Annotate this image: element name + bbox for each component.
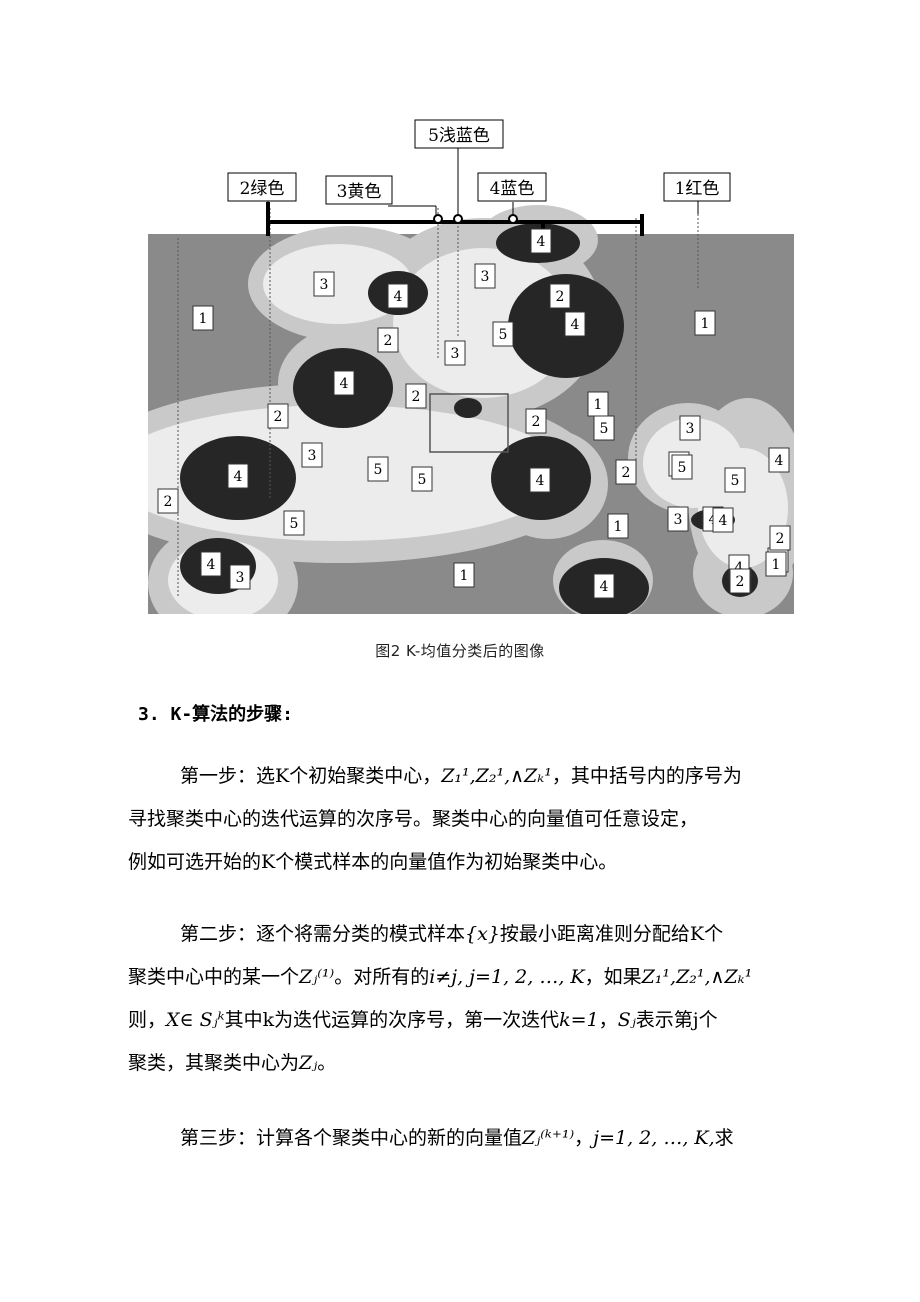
svg-text:5: 5 xyxy=(374,462,383,478)
svg-text:2: 2 xyxy=(412,389,421,405)
svg-text:1: 1 xyxy=(614,519,623,535)
svg-text:2: 2 xyxy=(532,414,541,430)
region-label-5: 5 xyxy=(671,454,693,480)
region-label-5: 5 xyxy=(411,466,433,492)
region-label-4: 4 xyxy=(227,463,249,489)
region-label-1: 1 xyxy=(694,310,716,336)
svg-text:4: 4 xyxy=(775,453,784,469)
svg-text:4: 4 xyxy=(600,579,609,595)
legend-2: 2绿色 xyxy=(240,179,285,199)
svg-text:3: 3 xyxy=(308,448,317,464)
region-label-5: 5 xyxy=(492,321,514,347)
region-labels: 1111112222222223333333344444444444555555… xyxy=(157,228,791,599)
legend-1: 1红色 xyxy=(675,179,720,199)
svg-text:4: 4 xyxy=(340,376,349,392)
svg-text:1: 1 xyxy=(594,397,603,413)
svg-text:3: 3 xyxy=(481,269,490,285)
svg-text:4: 4 xyxy=(735,560,744,576)
svg-text:3: 3 xyxy=(451,346,460,362)
svg-text:4: 4 xyxy=(719,513,728,529)
svg-text:5: 5 xyxy=(499,327,508,343)
legend: 5浅蓝色 2绿色 3黄色 4蓝色 1红色 xyxy=(227,119,731,205)
svg-text:2: 2 xyxy=(776,531,785,547)
svg-text:4: 4 xyxy=(536,473,545,489)
region-label-1: 1 xyxy=(453,562,475,588)
region-label-5: 5 xyxy=(283,510,305,536)
region-label-4: 4 xyxy=(529,467,551,493)
svg-text:2: 2 xyxy=(274,409,283,425)
region-label-4: 4 xyxy=(530,228,552,254)
svg-text:1: 1 xyxy=(701,316,710,332)
region-label-5: 5 xyxy=(593,415,615,441)
region-label-1: 1 xyxy=(587,391,609,417)
svg-text:5: 5 xyxy=(731,473,740,489)
step1-math: Z₁¹,Z₂¹,∧Zₖ¹ xyxy=(441,765,552,787)
svg-text:3: 3 xyxy=(320,277,329,293)
svg-text:5: 5 xyxy=(678,460,687,476)
region-label-4: 4 xyxy=(593,573,615,599)
step1-paragraph: 第一步：选K个初始聚类中心，Z₁¹,Z₂¹,∧Zₖ¹，其中括号内的序号为 寻找聚… xyxy=(128,765,742,873)
region-label-2: 2 xyxy=(405,383,427,409)
svg-text:2: 2 xyxy=(556,289,565,305)
region-label-2: 2 xyxy=(549,283,571,309)
svg-text:1: 1 xyxy=(460,568,469,584)
region-label-2: 2 xyxy=(377,327,399,353)
svg-text:1: 1 xyxy=(199,311,208,327)
svg-text:2: 2 xyxy=(164,494,173,510)
region-label-3: 3 xyxy=(444,340,466,366)
svg-text:5: 5 xyxy=(418,472,427,488)
section-heading: 3. K-算法的步骤: xyxy=(138,704,294,725)
region-label-4: 4 xyxy=(768,447,790,473)
region-label-3: 3 xyxy=(474,263,496,289)
region-label-3: 3 xyxy=(679,415,701,441)
region-label-2: 2 xyxy=(769,525,791,551)
region-label-3: 3 xyxy=(301,442,323,468)
region-label-2: 2 xyxy=(157,488,179,514)
figure-caption: 图2 K-均值分类后的图像 xyxy=(375,642,545,660)
svg-text:4: 4 xyxy=(234,469,243,485)
svg-text:5: 5 xyxy=(600,421,609,437)
legend-4: 4蓝色 xyxy=(490,179,535,199)
region-label-4: 4 xyxy=(200,551,222,577)
k-means-classified-image: 5浅蓝色 2绿色 3黄色 4蓝色 1红色 1 1 1 1 1 1 2 2 2 2 2 2 2 2 2 3 3 3 3… xyxy=(148,118,794,614)
legend-5: 5浅蓝色 xyxy=(428,126,490,146)
highlight-square xyxy=(429,393,509,453)
step2-paragraph: 第二步：逐个将需分类的模式样本{x}按最小距离准则分配给K个 聚类中心中的某一个… xyxy=(128,923,753,1074)
svg-text:4: 4 xyxy=(537,234,546,250)
svg-text:4: 4 xyxy=(571,317,580,333)
svg-text:3: 3 xyxy=(686,421,695,437)
region-label-3: 3 xyxy=(667,506,689,532)
svg-text:3: 3 xyxy=(674,512,683,528)
bracket-bumps xyxy=(433,214,518,224)
region-label-5: 5 xyxy=(367,456,389,482)
region-label-2: 2 xyxy=(267,403,289,429)
region-label-2: 2 xyxy=(615,459,637,485)
region-label-1: 1 xyxy=(607,513,629,539)
svg-text:4: 4 xyxy=(207,557,216,573)
svg-text:2: 2 xyxy=(384,333,393,349)
region-label-4: 4 xyxy=(564,311,586,337)
region-label-4: 4 xyxy=(712,507,734,533)
region-label-2: 2 xyxy=(729,568,751,594)
svg-text:3: 3 xyxy=(236,570,245,586)
legend-3: 3黄色 xyxy=(337,182,382,202)
svg-text:2: 2 xyxy=(736,574,745,590)
svg-text:4: 4 xyxy=(394,289,403,305)
region-label-3: 3 xyxy=(229,564,251,590)
region-label-5: 5 xyxy=(724,467,746,493)
region-label-4: 4 xyxy=(387,283,409,309)
guide-lines xyxy=(177,178,699,598)
svg-text:1: 1 xyxy=(772,557,781,573)
region-label-1: 1 xyxy=(192,305,214,331)
svg-text:2: 2 xyxy=(622,465,631,481)
region-label-1: 1 xyxy=(765,551,787,577)
region-label-4: 4 xyxy=(333,370,355,396)
step3-paragraph: 第三步：计算各个聚类中心的新的向量值Zⱼ⁽ᵏ⁺¹⁾，j=1, 2, …, K,求 xyxy=(180,1127,734,1149)
region-label-2: 2 xyxy=(525,408,547,434)
region-label-3: 3 xyxy=(313,271,335,297)
svg-text:5: 5 xyxy=(290,516,299,532)
